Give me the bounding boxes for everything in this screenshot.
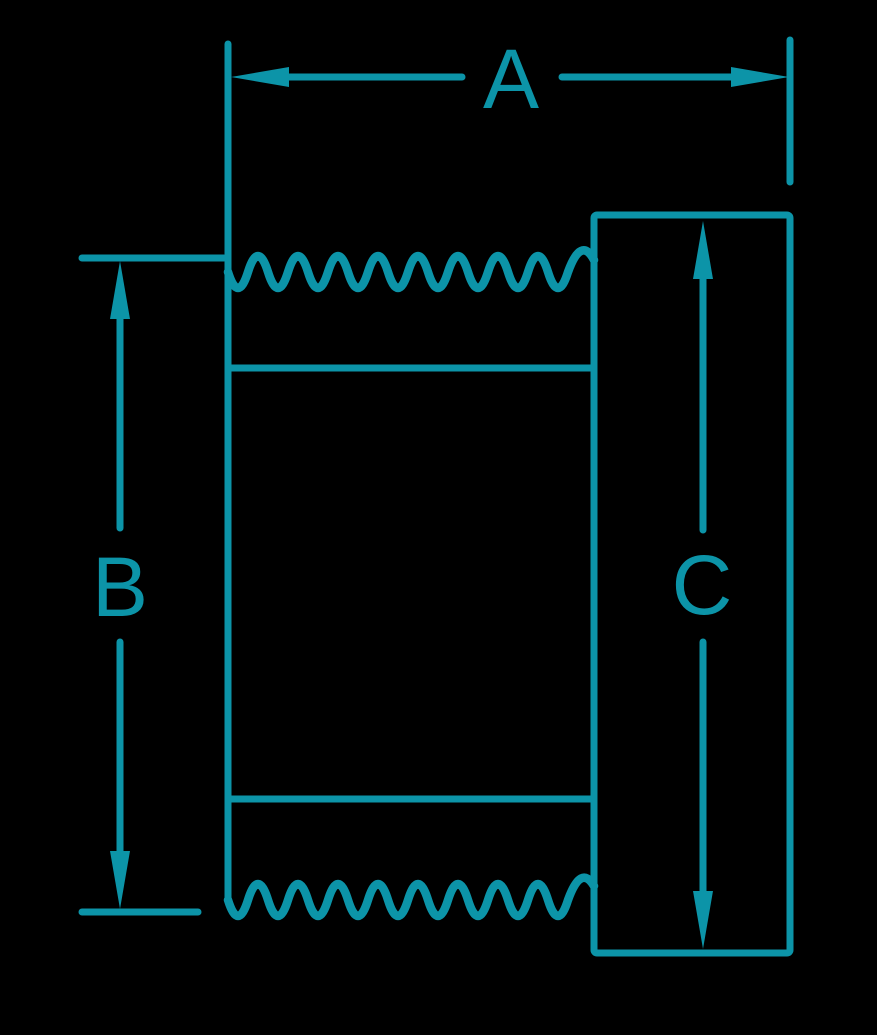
arrow-left-icon (231, 67, 289, 87)
arrow-down-icon (110, 851, 130, 909)
part-flange (590, 211, 794, 957)
part-threaded-body (223, 40, 599, 921)
bottom-thread-wave (223, 873, 599, 921)
dimension-c-label: C (672, 538, 733, 632)
arrow-up-icon (693, 221, 713, 279)
dimension-a: A (231, 32, 794, 186)
flange-outline (590, 211, 794, 957)
dimension-b-label: B (92, 540, 148, 634)
dimension-a-label: A (483, 32, 539, 126)
dimension-c: C (672, 221, 733, 949)
arrow-down-icon (693, 891, 713, 949)
dimension-b: B (78, 254, 228, 916)
arrow-right-icon (731, 67, 789, 87)
arrow-up-icon (110, 261, 130, 319)
top-thread-wave (223, 246, 599, 293)
